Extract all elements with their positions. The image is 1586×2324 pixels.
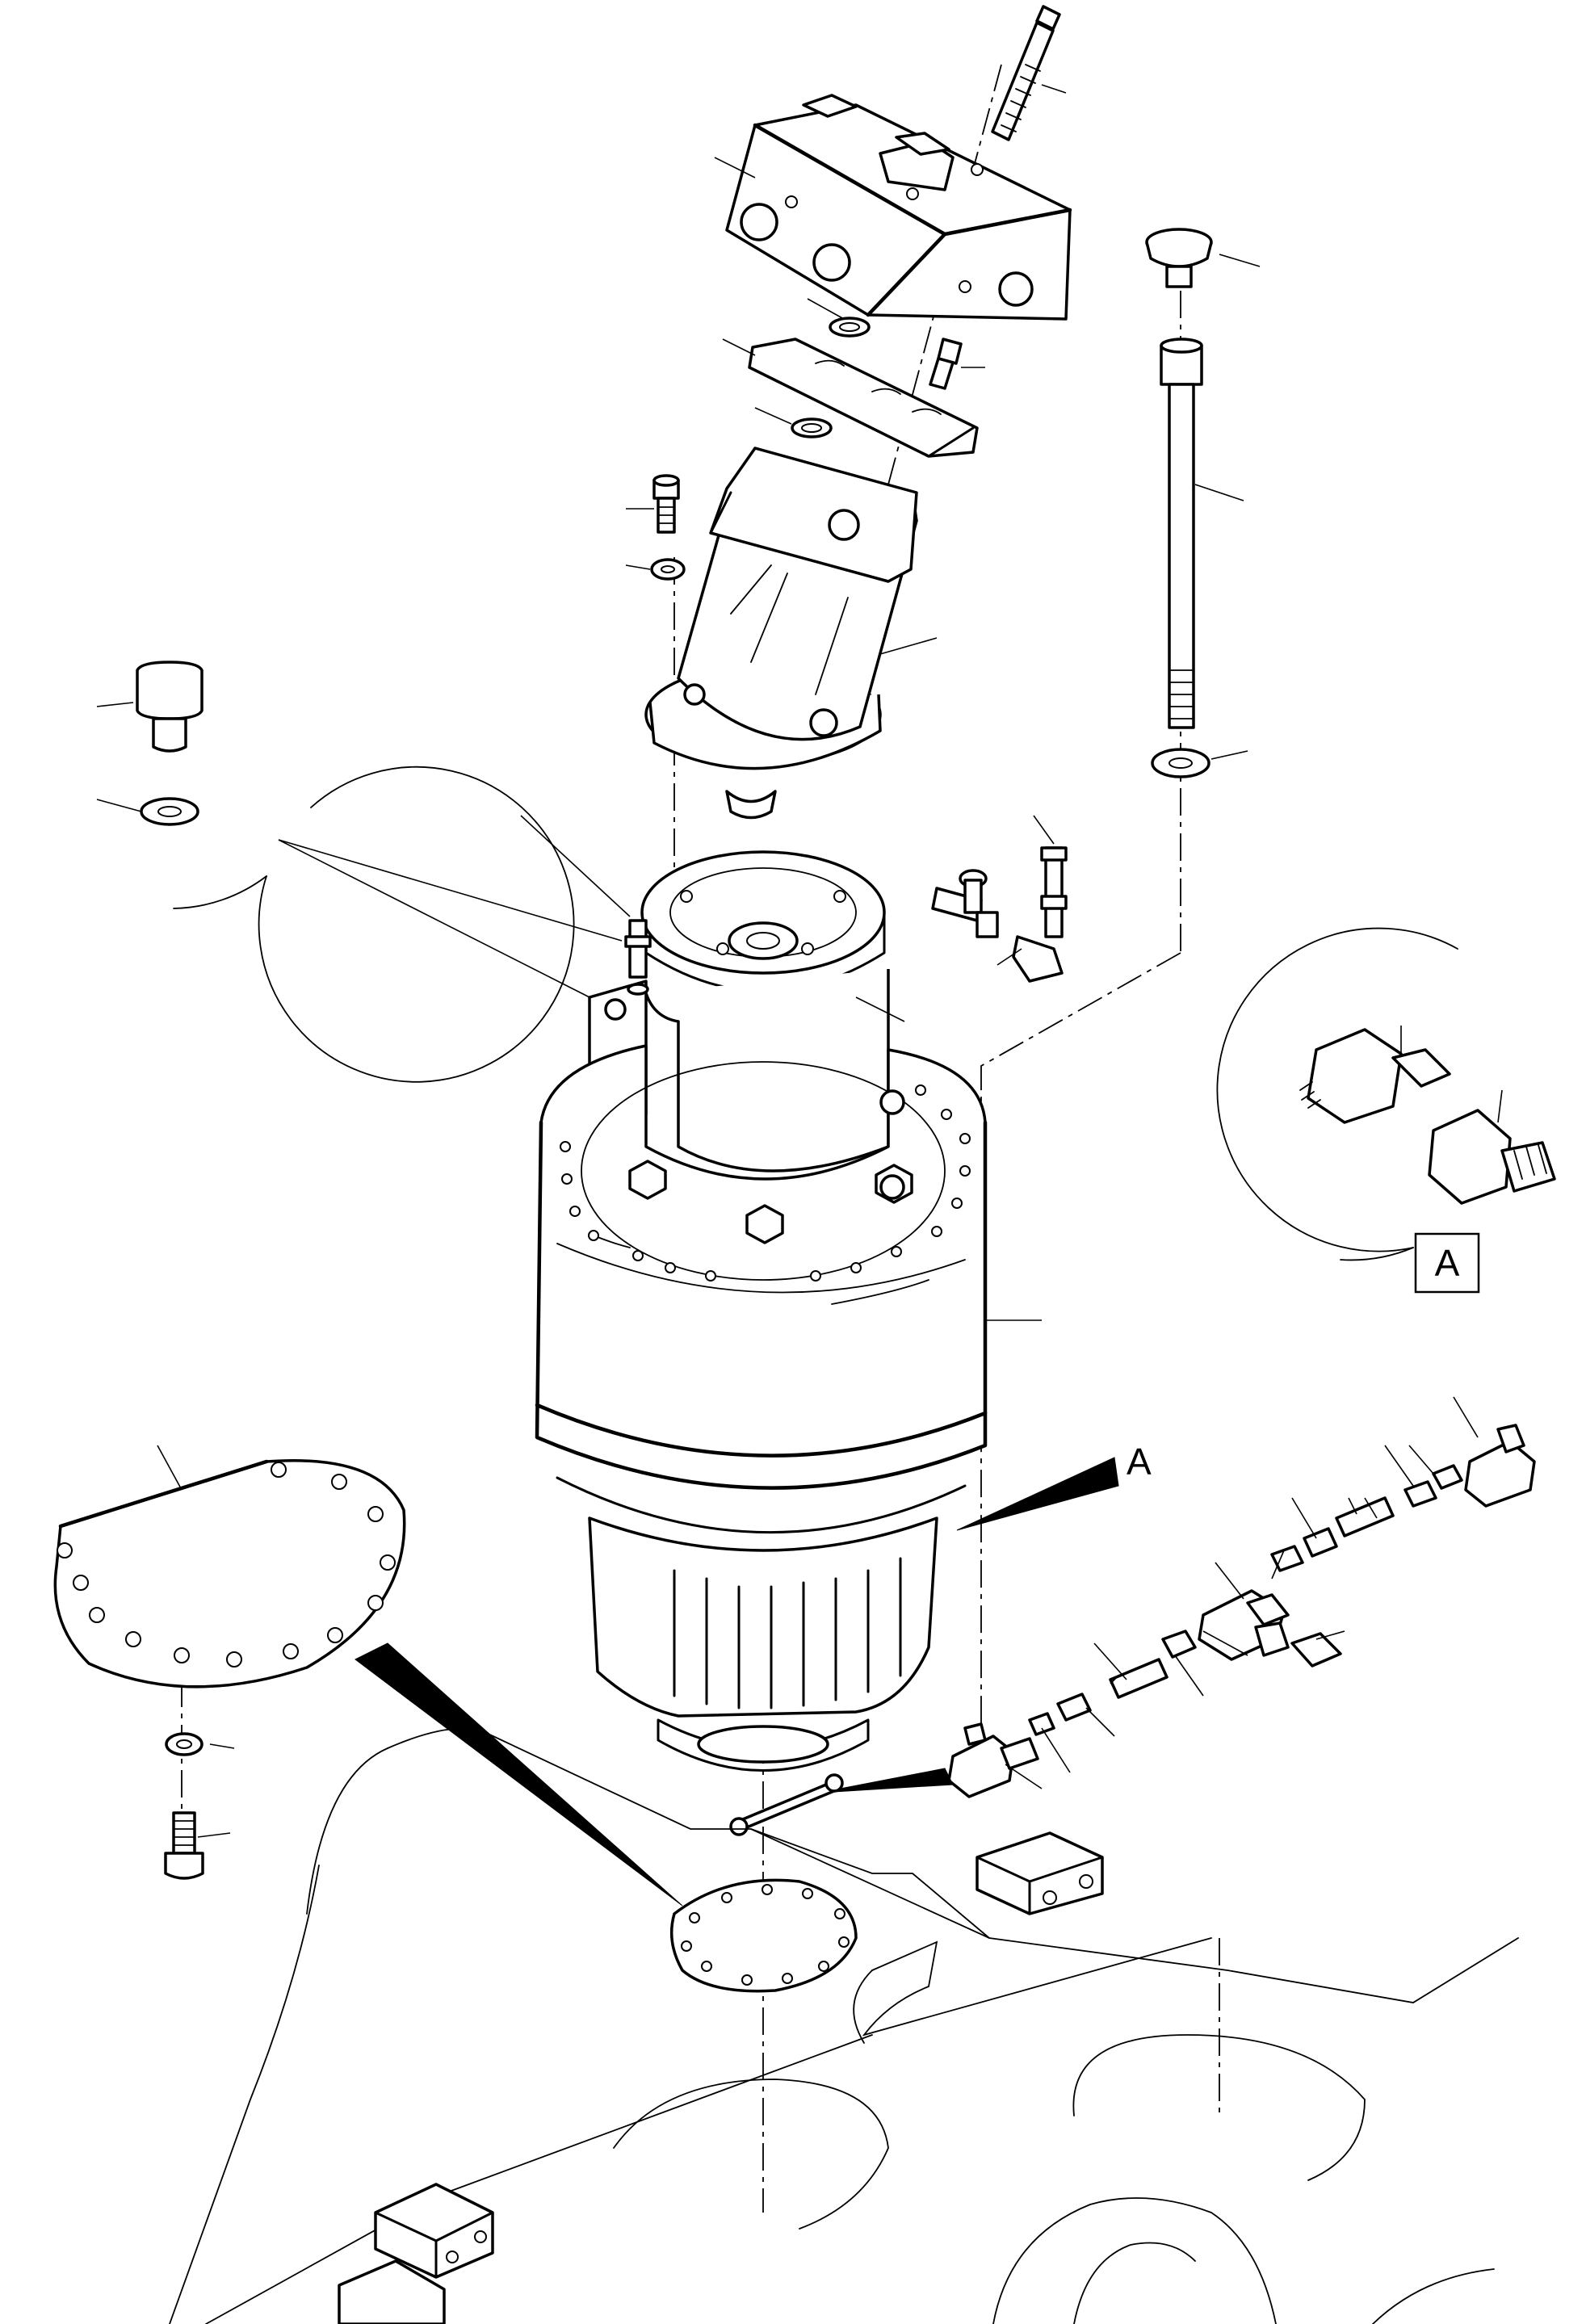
cover-plate (53, 1459, 406, 1688)
hose-small (729, 1773, 844, 1836)
fitting-A1 (1299, 1028, 1451, 1124)
elbow-fitting (1012, 846, 1068, 983)
detail-circle-A: A (1216, 927, 1556, 1294)
valve-block (725, 94, 1072, 321)
motor-bolt (652, 474, 680, 534)
seal-lower (791, 417, 833, 438)
detail-label-A: A (1435, 1242, 1460, 1284)
pinion-gear (588, 1516, 938, 1772)
frame-cover-holes (681, 1884, 850, 1986)
hose-line-assembly (729, 1424, 1536, 1836)
machine-frame (169, 1727, 1519, 2324)
cap-knob (1145, 228, 1213, 288)
ring-flange (640, 850, 886, 992)
housing-bolt-holes (560, 1084, 971, 1282)
pointer-to-plate (355, 1642, 683, 1907)
motor-washer (650, 558, 686, 581)
small-bolt (929, 338, 963, 390)
cover-plate-washer (165, 1732, 203, 1756)
pointer-A: A (956, 1441, 1152, 1531)
bleed-valve (624, 919, 652, 996)
seal-upper (829, 317, 871, 338)
cover-plate-holes (57, 1462, 396, 1667)
cover-plate-bolt (164, 1811, 204, 1880)
pointer-label-A: A (1127, 1441, 1152, 1483)
hydraulic-motor (644, 447, 918, 820)
long-bolt-washer (1151, 748, 1210, 778)
long-bolt (1160, 338, 1203, 729)
fitting-A2 (1428, 1109, 1556, 1205)
cross-tee-fitting (1198, 1589, 1290, 1661)
detail-circle-left (136, 661, 623, 1083)
tee-lower-fitting (947, 1722, 1039, 1798)
frame-cover-plate (669, 1878, 858, 1993)
manifold-plate (748, 338, 979, 458)
top-bolt (991, 5, 1061, 141)
frame-blocks (338, 1831, 1104, 2324)
tee-end-fitting (1464, 1424, 1536, 1508)
detail-label-box (1414, 1232, 1480, 1294)
leader-lines (96, 84, 1503, 1838)
tee-fitting-upper (931, 869, 999, 938)
gear-housing (535, 969, 988, 1533)
